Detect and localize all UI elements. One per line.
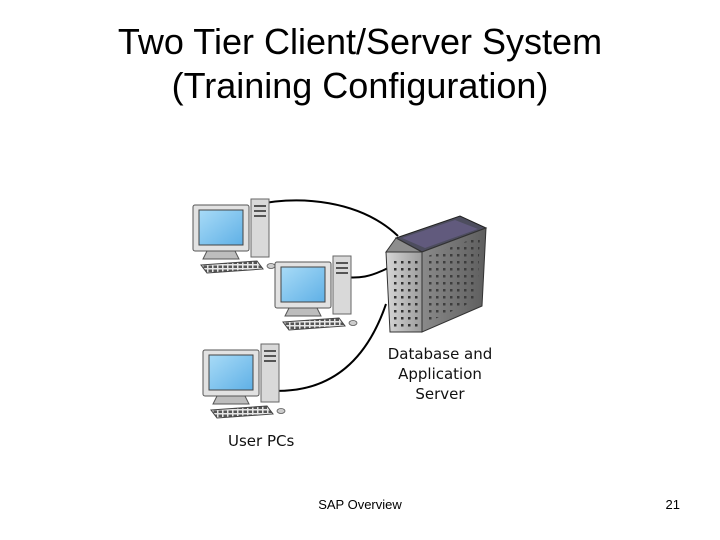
server-label-line-2: Application (398, 365, 482, 383)
slide-title-line-1: Two Tier Client/Server System (117, 21, 603, 62)
server-label-line-3: Server (415, 385, 465, 403)
user-pcs-label: User PCs (228, 432, 295, 450)
desktop-pc-icon (202, 343, 286, 419)
footer-title: SAP Overview (318, 497, 402, 512)
desktop-pc-icon (274, 255, 358, 331)
server-label-line-1: Database and (387, 345, 493, 363)
slide-title-line-2: (Training Configuration) (171, 65, 549, 106)
desktop-pc-icon (192, 198, 276, 274)
server-tower-icon (385, 215, 488, 333)
server-label: Database and Application Server (370, 344, 510, 404)
cable-pc-3 (261, 303, 387, 392)
cable-pc-1 (253, 199, 399, 237)
slide-title: Two Tier Client/Server System (Training … (0, 20, 720, 108)
page-number: 21 (665, 497, 680, 512)
